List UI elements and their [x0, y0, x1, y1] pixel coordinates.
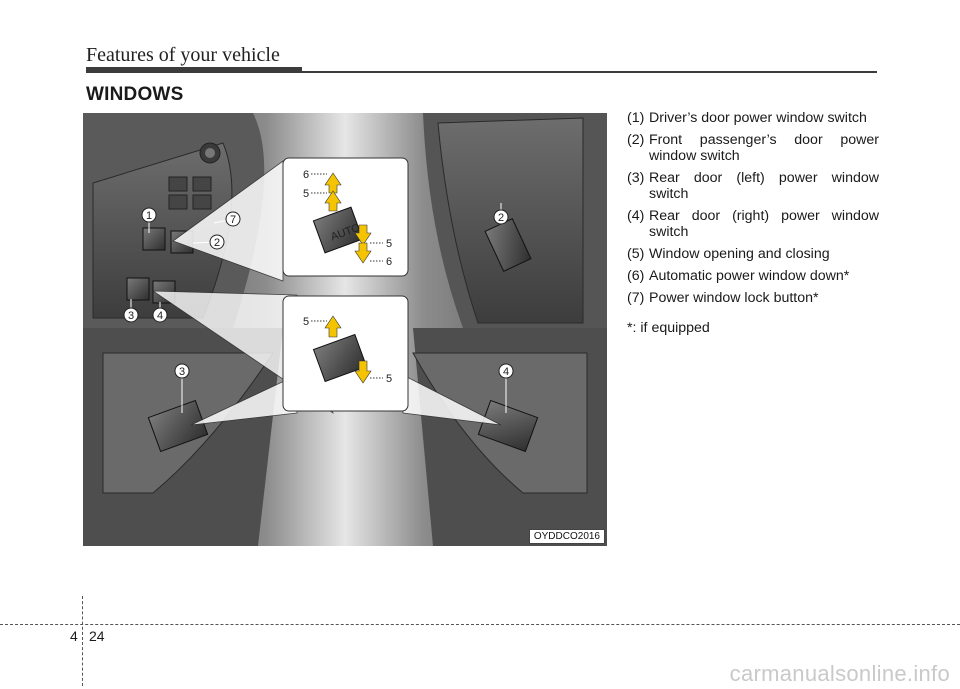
- legend-number: (6): [627, 268, 645, 284]
- callout-bottom-5-up: 5: [303, 316, 309, 328]
- svg-text:1: 1: [146, 210, 152, 222]
- callout-top-5-down: 5: [386, 238, 392, 250]
- window-switch-figure: AUTO 6 5 5 6 5 5 1 7: [83, 113, 607, 546]
- legend-text: Front passenger’s door power window swit…: [649, 132, 879, 164]
- legend-item: (1) Driver’s door power window switch: [627, 110, 879, 126]
- callout-4: 4: [152, 302, 168, 323]
- header-rule: [302, 71, 877, 73]
- figure-code: OYDDCO2016: [528, 529, 605, 544]
- legend-item: (5) Window opening and closing: [627, 246, 879, 262]
- chapter-number: 4: [70, 628, 78, 644]
- callout-top-6-down: 6: [386, 256, 392, 268]
- callout-3-rear-left: 3: [174, 363, 190, 413]
- callout-4-rear-right: 4: [498, 363, 514, 413]
- callout-2-passenger: 2: [493, 203, 509, 225]
- svg-text:4: 4: [503, 366, 509, 378]
- page-number: 24: [89, 628, 105, 644]
- legend-number: (4): [627, 208, 645, 224]
- legend-text: Automatic power window down*: [649, 268, 850, 284]
- callout-1: 1: [141, 207, 157, 233]
- legend-text: Window opening and closing: [649, 246, 830, 262]
- legend-number: (7): [627, 290, 645, 306]
- svg-text:4: 4: [157, 310, 163, 322]
- legend-text: Rear door (right) power window switch: [649, 208, 879, 240]
- svg-text:3: 3: [128, 310, 134, 322]
- callout-top-5-up: 5: [303, 188, 309, 200]
- page-header-title: Features of your vehicle: [86, 44, 280, 66]
- legend-item: (4) Rear door (right) power window switc…: [627, 208, 879, 240]
- legend-item: (6) Automatic power window down*: [627, 268, 879, 284]
- legend-item: (2) Front passenger’s door power window …: [627, 132, 879, 164]
- legend-list: (1) Driver’s door power window switch (2…: [627, 110, 879, 336]
- callout-2: 2: [192, 234, 225, 250]
- header-accent-bar: [86, 67, 302, 73]
- legend-number: (1): [627, 110, 645, 126]
- callout-bottom-5-down: 5: [386, 373, 392, 385]
- footer-dashed-divider: [82, 596, 83, 686]
- window-switch-illustration: AUTO 6 5 5 6 5 5 1 7: [83, 113, 607, 546]
- callout-7: 7: [213, 211, 241, 227]
- legend-text: Rear door (left) power window switch: [649, 170, 879, 202]
- legend-text: Driver’s door power window switch: [649, 110, 867, 126]
- watermark: carmanualsonline.info: [729, 661, 950, 686]
- svg-text:3: 3: [179, 366, 185, 378]
- footer-dashed-rule: [0, 624, 960, 625]
- section-title: WINDOWS: [86, 84, 184, 105]
- svg-text:2: 2: [214, 237, 220, 249]
- footnote: *: if equipped: [627, 320, 710, 336]
- legend-text: Power window lock button*: [649, 290, 819, 306]
- legend-number: (5): [627, 246, 645, 262]
- svg-text:7: 7: [230, 214, 236, 226]
- legend-number: (2): [627, 132, 645, 148]
- callout-3: 3: [123, 299, 139, 323]
- svg-text:2: 2: [498, 212, 504, 224]
- callout-top-6-up: 6: [303, 169, 309, 181]
- legend-item: (3) Rear door (left) power window switch: [627, 170, 879, 202]
- legend-number: (3): [627, 170, 645, 186]
- legend-item: (7) Power window lock button*: [627, 290, 879, 306]
